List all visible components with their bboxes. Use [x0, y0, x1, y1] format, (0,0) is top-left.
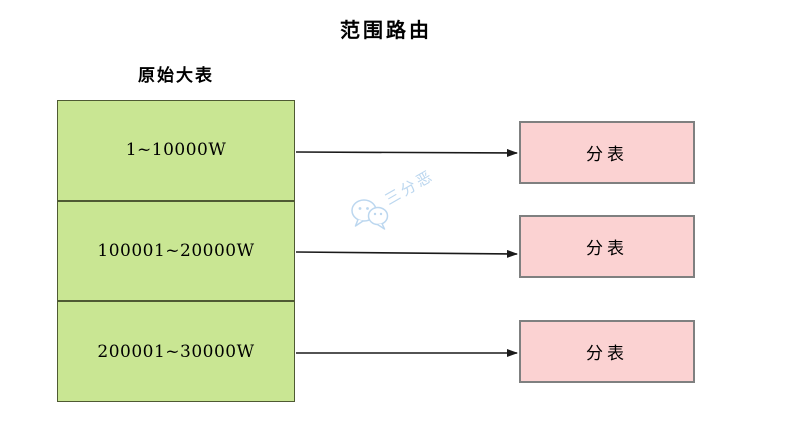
- diagram-title: 范围路由: [340, 18, 432, 42]
- source-table-row: 200001~30000W: [57, 301, 295, 403]
- source-table-label: 原始大表: [138, 66, 214, 86]
- source-table: 1~10000W 100001~20000W 200001~30000W: [57, 100, 295, 403]
- source-table-row: 1~10000W: [57, 100, 295, 201]
- wechat-icon: [351, 199, 389, 230]
- watermark: 三分恶: [348, 166, 458, 232]
- arrow: [295, 249, 518, 258]
- watermark-text: 三分恶: [381, 166, 438, 209]
- shard-table-box: 分表: [519, 320, 695, 383]
- shard-table-box: 分表: [519, 215, 695, 278]
- shard-table-box: 分表: [519, 121, 695, 184]
- arrow: [295, 148, 518, 157]
- source-table-row: 100001~20000W: [57, 200, 295, 302]
